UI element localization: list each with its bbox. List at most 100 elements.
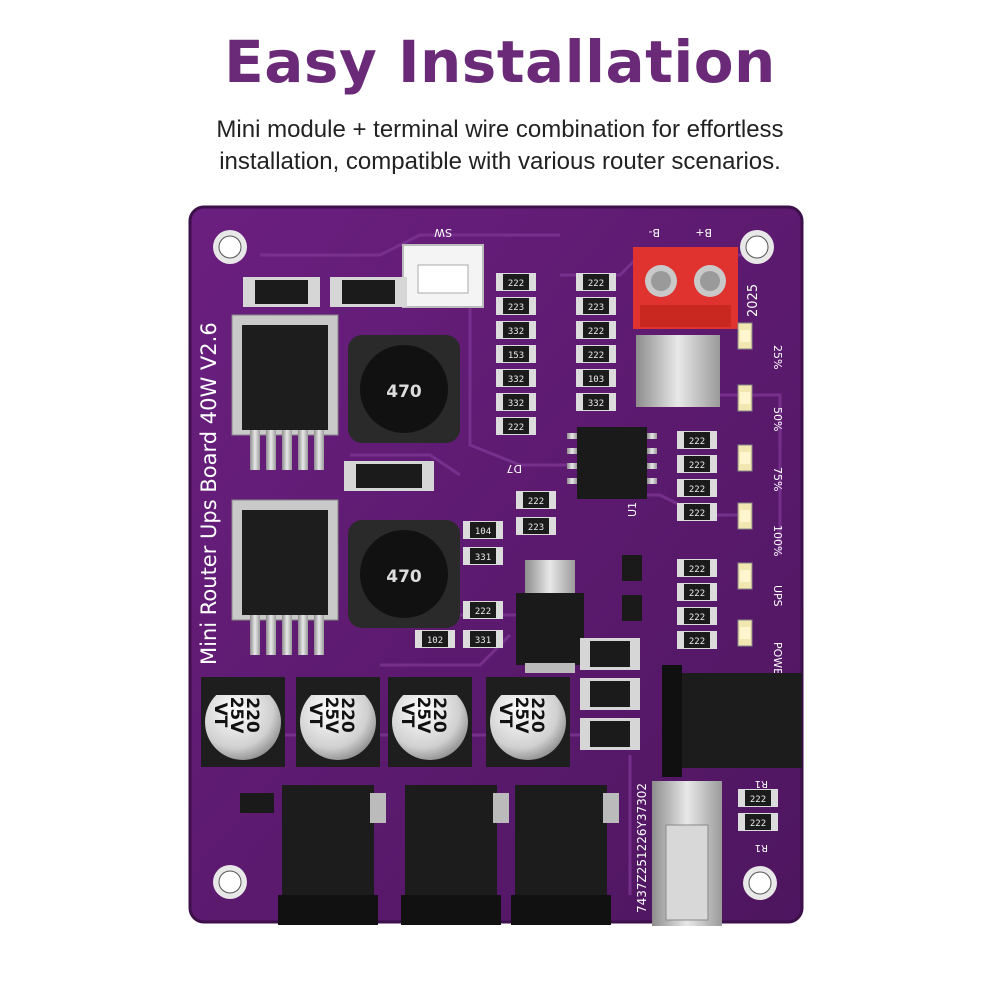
- resistor-right-6: 222: [677, 607, 717, 625]
- led-2: 75%: [737, 444, 784, 491]
- inductor-1: 470: [348, 335, 460, 443]
- resistor-c1-0: 222: [496, 273, 536, 291]
- resistor-mid-1-code: 223: [528, 523, 544, 533]
- resistor-mid-6-code: 331: [475, 636, 491, 646]
- u1-label: U1: [626, 502, 639, 517]
- resistor-c1-4-code: 332: [508, 375, 524, 385]
- resistor-right-4: 222: [677, 559, 717, 577]
- diode-top-1: [243, 277, 320, 307]
- resistor-right-1: 222: [677, 455, 717, 473]
- resistor-c1-2: 332: [496, 321, 536, 339]
- resistor-mid-3: 331: [463, 547, 503, 565]
- subtitle-line-1: Mini module + terminal wire combination …: [216, 116, 784, 143]
- resistor-right-0-code: 222: [689, 437, 705, 447]
- led-1: 50%: [737, 384, 784, 431]
- resistor-mid-5: 102: [415, 630, 455, 648]
- resistor-right-1-code: 222: [689, 461, 705, 471]
- resistor-mid-5-code: 102: [427, 636, 443, 646]
- resistor-c2-2: 222: [576, 321, 616, 339]
- resistor-mid-0-code: 222: [528, 497, 544, 507]
- subtitle-line-2: installation, compatible with various ro…: [219, 148, 781, 175]
- resistor-mid-6: 331: [463, 630, 503, 648]
- resistor-c2-1: 223: [576, 297, 616, 315]
- resistor-bottom-1: 222: [738, 813, 778, 831]
- diode-mid: [344, 461, 434, 491]
- resistor-c2-2-code: 222: [588, 327, 604, 337]
- serial-number: 7437Z251226Y37302: [635, 783, 649, 913]
- mosfet-pad: [636, 335, 720, 407]
- mounting-holes: [213, 230, 777, 900]
- resistor-c2-0: 222: [576, 273, 616, 291]
- svg-text:470: 470: [386, 567, 422, 587]
- transistor-1: [622, 555, 642, 581]
- led-label-1: 50%: [771, 407, 784, 431]
- r1-label-top: R1: [755, 778, 768, 789]
- resistor-c2-4-code: 103: [588, 375, 604, 385]
- capacitor-series-2: VT: [397, 703, 417, 728]
- resistor-right-0: 222: [677, 431, 717, 449]
- dc-jack-bottom-2: [401, 785, 509, 925]
- pcb-photo: Mini Router Ups Board 40W V2.6 SW: [188, 205, 804, 926]
- capacitor-voltage-3: 25V: [511, 697, 531, 735]
- capacitor-series-0: VT: [210, 703, 230, 728]
- resistor-c2-5-code: 332: [588, 399, 604, 409]
- resistor-right-3-code: 222: [689, 509, 705, 519]
- resistor-c2-1-code: 223: [588, 303, 604, 313]
- b-minus-label: B-: [648, 226, 660, 239]
- resistor-right-4-code: 222: [689, 565, 705, 575]
- resistor-mid-4-code: 222: [475, 607, 491, 617]
- regulator-2: [231, 499, 339, 655]
- resistor-c2-3-code: 222: [588, 351, 604, 361]
- capacitor-series-3: VT: [495, 703, 515, 728]
- led-label-2: 75%: [771, 467, 784, 491]
- inductor-2: 470: [348, 520, 460, 628]
- resistor-c1-3-code: 153: [508, 351, 524, 361]
- dc-jack-bottom-1: [278, 785, 386, 925]
- resistor-mid-3-code: 331: [475, 553, 491, 563]
- led-4: UPS: [737, 562, 784, 607]
- dpak-transistor: [516, 560, 584, 673]
- diode-right-group: [580, 638, 640, 750]
- led-label-4: UPS: [771, 585, 784, 607]
- b-plus-label: B+: [695, 226, 712, 239]
- resistor-mid-0: 222: [516, 491, 556, 509]
- resistor-mid-1: 223: [516, 517, 556, 535]
- resistor-c2-0-code: 222: [588, 279, 604, 289]
- diode-top-2: [330, 277, 407, 307]
- resistor-group-middle: 222 223 104 331 222 102 331: [415, 491, 556, 648]
- resistor-c1-1: 223: [496, 297, 536, 315]
- capacitor-series-1: VT: [305, 703, 325, 728]
- led-label-5: POWER: [771, 642, 784, 683]
- led-5: POWER: [737, 619, 784, 683]
- terminal-block: [633, 247, 738, 329]
- led-label-0: 25%: [771, 345, 784, 369]
- resistor-right-2: 222: [677, 479, 717, 497]
- d7-label: D7: [507, 462, 522, 475]
- resistor-c1-1-code: 223: [508, 303, 524, 313]
- resistor-c1-4: 332: [496, 369, 536, 387]
- regulator-1: [231, 314, 339, 470]
- resistor-column-2: 222 223 222 222 103 332: [576, 273, 616, 411]
- resistor-c1-3: 153: [496, 345, 536, 363]
- resistor-right-7-code: 222: [689, 637, 705, 647]
- dc-jack-bottom-3: [511, 785, 619, 925]
- resistor-right-5: 222: [677, 583, 717, 601]
- small-cap-left: [240, 793, 274, 813]
- resistor-column-right: 222 222 222 222 222 222 222 222: [677, 431, 717, 649]
- led-column: 25% 50% 75% 100% UPS POWER: [737, 322, 784, 683]
- resistor-bottom-0-code: 222: [750, 795, 766, 805]
- resistor-c1-2-code: 332: [508, 327, 524, 337]
- year-label: 2025: [746, 284, 761, 317]
- resistor-mid-2-code: 104: [475, 527, 491, 537]
- resistor-c1-6: 222: [496, 417, 536, 435]
- svg-text:470: 470: [386, 382, 422, 402]
- capacitor-value-3: 220: [527, 697, 547, 733]
- sw-label: SW: [434, 226, 452, 239]
- resistor-c1-6-code: 222: [508, 423, 524, 433]
- led-0: 25%: [737, 322, 784, 369]
- capacitor-voltage-1: 25V: [321, 697, 341, 735]
- led-label-3: 100%: [771, 525, 784, 556]
